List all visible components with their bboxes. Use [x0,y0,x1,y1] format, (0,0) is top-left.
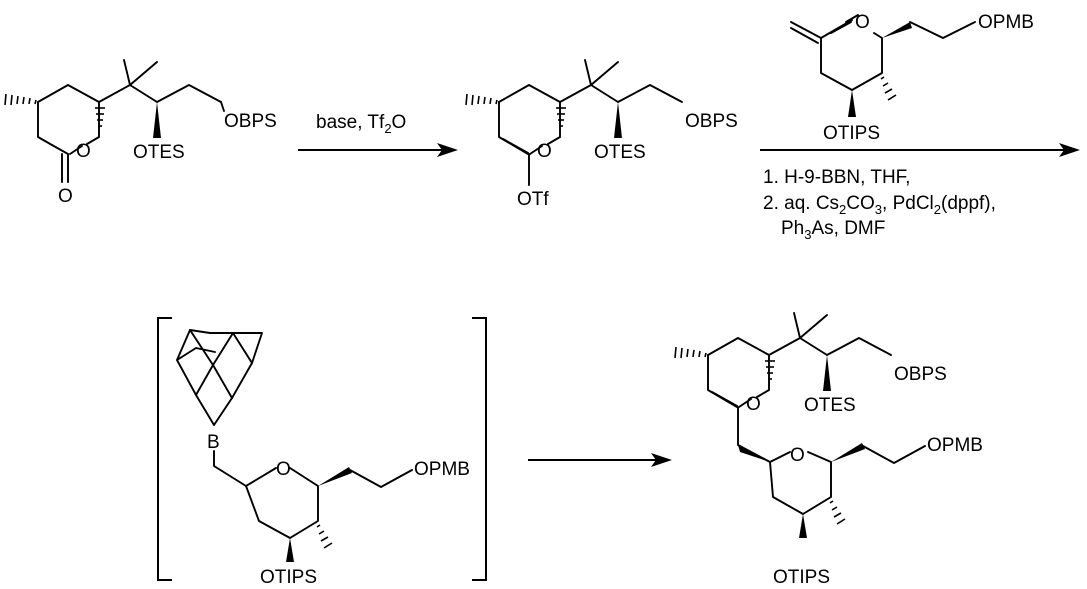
obps-label-3: OBPS [894,364,947,385]
step2-condition-3: Ph3As, DMF [781,218,885,242]
reaction-arrow-1: base, Tf2O [298,112,458,157]
otes-label-3: OTES [804,395,856,416]
borane-intermediate: B O OPMB OTIPS [157,317,487,588]
boron-label: B [207,432,220,453]
otips-label-3: OTIPS [773,567,830,588]
otf-label: OTf [517,189,549,210]
hashed-sidechain-bond-3 [765,360,775,380]
exomethylene-pyran-reagent: O OPMB OTIPS [790,12,1034,144]
lactone-starting-material: O O OBPS OTES [4,59,277,207]
pyran-oxygen-label: O [855,12,870,33]
ring-oxygen-label: O [76,141,91,162]
right-bracket [472,317,487,581]
reaction-arrow-2: 1. H-9-BBN, THF, 2. aq. Cs2CO3, PdCl2(dp… [760,143,1080,242]
opmb-label-3: OPMB [927,435,983,456]
ring-oxygen-label-2: O [537,141,552,162]
obps-label: OBPS [224,111,277,132]
coupled-product: O OBPS OTES O OPMB OTIPS [674,312,983,588]
otes-label: OTES [133,142,185,163]
hashed-sidechain-bond [95,107,105,127]
step1-reagents: base, Tf2O [316,112,406,136]
intermediate-oxygen-label: O [276,459,291,480]
product-ring-oxygen-label: O [746,394,761,415]
obps-label-2: OBPS [685,111,738,132]
otes-label-2: OTES [594,142,646,163]
product-pyran-oxygen-label: O [790,445,805,466]
hashed-methyl-bond [4,93,37,106]
opmb-label-2: OPMB [414,459,470,480]
left-bracket [157,317,172,581]
hashed-methyl-bond-3 [880,76,897,101]
otips-label-2: OTIPS [260,567,317,588]
step2-condition-2: 2. aq. Cs2CO3, PdCl2(dppf), [763,193,996,217]
reaction-arrow-3 [528,453,672,467]
carbonyl-oxygen-label: O [58,186,73,207]
hashed-sidechain-bond-2 [556,107,566,127]
opmb-label: OPMB [978,12,1034,33]
hashed-methyl-bond-6 [829,500,846,525]
enol-triflate: O OTf OBPS OTES [465,59,738,210]
step2-condition-1: 1. H-9-BBN, THF, [763,167,910,188]
hashed-methyl-bond-4 [316,524,333,549]
hashed-methyl-bond-5 [674,346,707,359]
otips-label: OTIPS [823,123,880,144]
hashed-methyl-bond-2 [465,93,498,106]
